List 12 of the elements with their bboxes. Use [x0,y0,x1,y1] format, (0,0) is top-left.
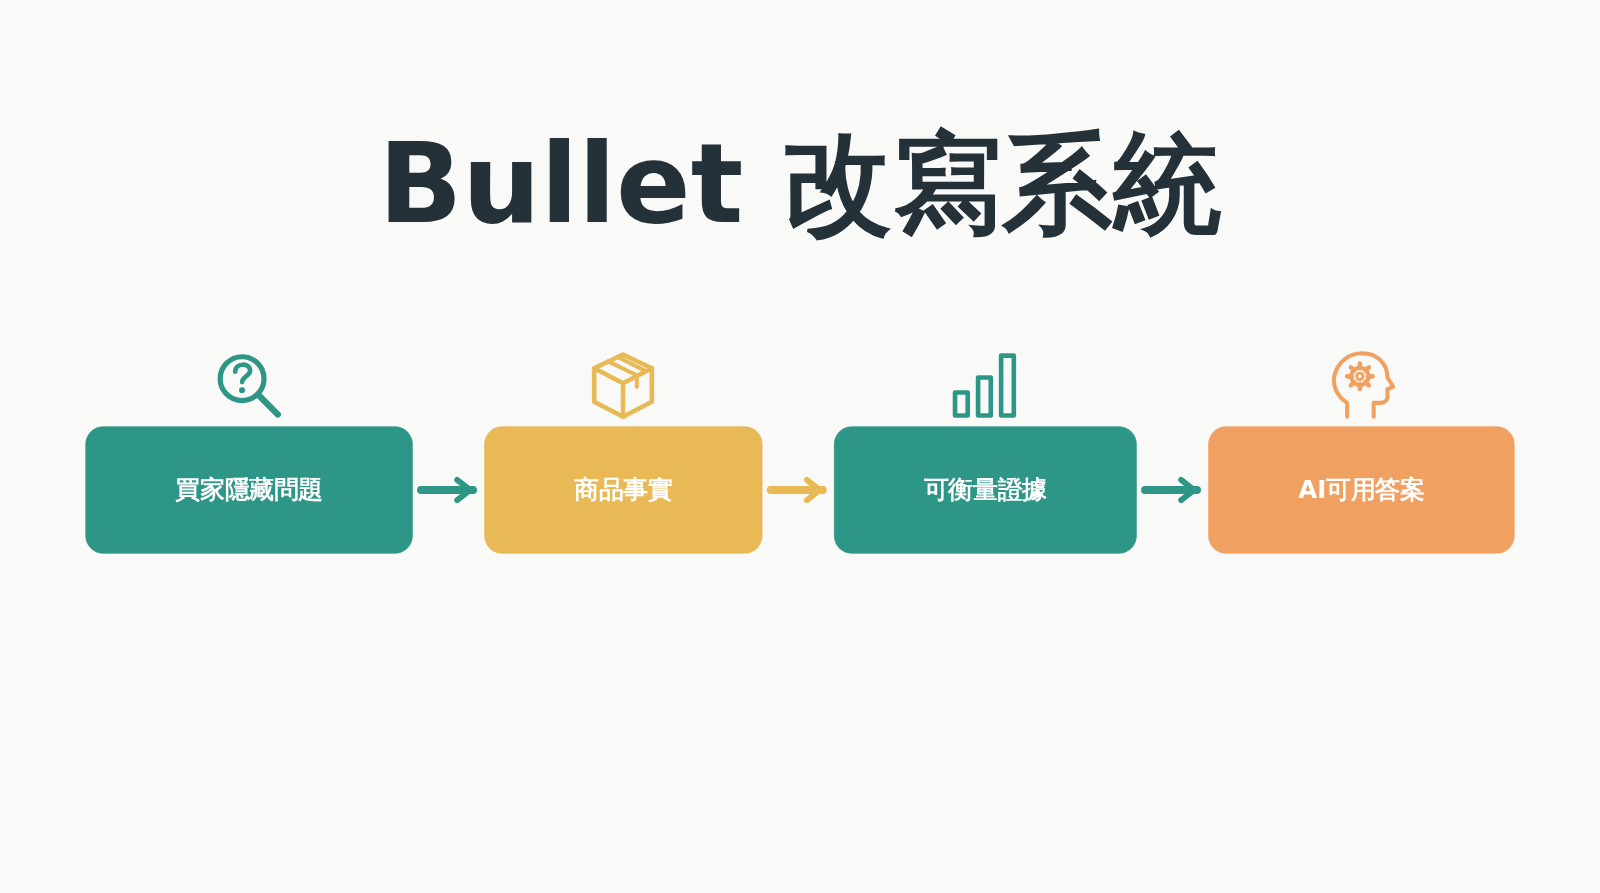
arrow [1141,477,1202,503]
process-box [833,426,1137,554]
node-label: AI可用答案 [1298,474,1425,507]
arrow [417,477,478,503]
process-box [1208,426,1515,554]
process-box [484,426,763,554]
node-label: 商品事實 [574,474,673,507]
node-label: 買家隱藏問題 [175,474,323,507]
node-label: 可衡量證據 [923,474,1047,507]
arrow [766,477,827,503]
process-box [85,426,413,554]
title: Bullet 改寫系統 [378,119,1222,250]
